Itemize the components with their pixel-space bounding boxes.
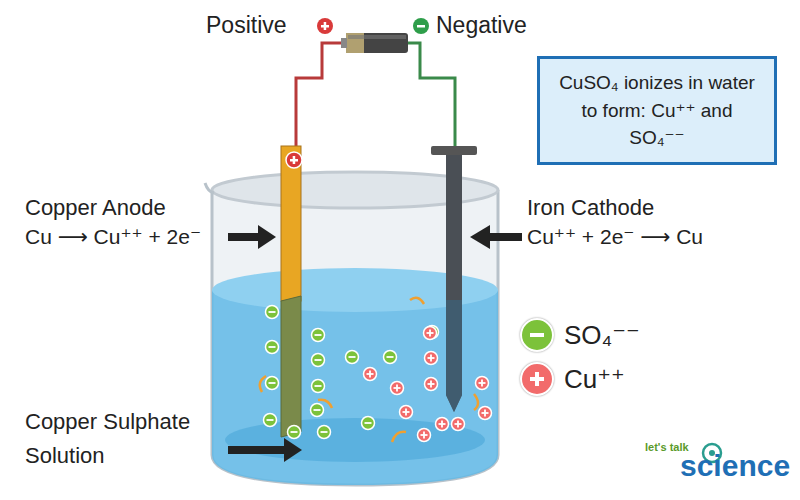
- electrode-label: Iron Cathode: [527, 195, 654, 221]
- legend-text: Cu⁺⁺: [564, 364, 625, 395]
- electrode-label: Copper Anode: [25, 195, 166, 221]
- positive-sign: [317, 18, 333, 34]
- legend-item: Cu⁺⁺: [520, 362, 625, 396]
- legend-item: SO₄⁻⁻: [520, 318, 640, 352]
- solution-label: Copper Sulphate Solution: [25, 405, 225, 473]
- reaction-equation: Cu⁺⁺ + 2e⁻ ⟶ Cu: [527, 224, 703, 249]
- sign-bar: [535, 372, 539, 386]
- copper-anode: [281, 146, 302, 437]
- copper-sulphate-solution: [212, 268, 498, 485]
- negative-sign: [413, 18, 429, 34]
- battery-symbol: [341, 33, 408, 53]
- positive-wire: [296, 43, 346, 146]
- logo-text: science: [680, 448, 790, 484]
- legend-swatch: [520, 318, 554, 352]
- sign-bar: [530, 333, 544, 337]
- legend-swatch: [520, 362, 554, 396]
- ion-particles: [260, 298, 492, 442]
- terminal-label: Positive: [206, 12, 287, 40]
- info-text: CuSO₄ ionizes in water to form: Cu⁺⁺ and…: [552, 69, 762, 152]
- legend-text: SO₄⁻⁻: [564, 320, 640, 351]
- info-box: CuSO₄ ionizes in water to form: Cu⁺⁺ and…: [537, 56, 777, 165]
- negative-wire: [408, 43, 455, 146]
- iron-cathode: [431, 146, 477, 412]
- terminal-label: Negative: [436, 12, 527, 40]
- reaction-equation: Cu ⟶ Cu⁺⁺ + 2e⁻: [25, 224, 201, 249]
- pointer-arrows: [228, 225, 522, 462]
